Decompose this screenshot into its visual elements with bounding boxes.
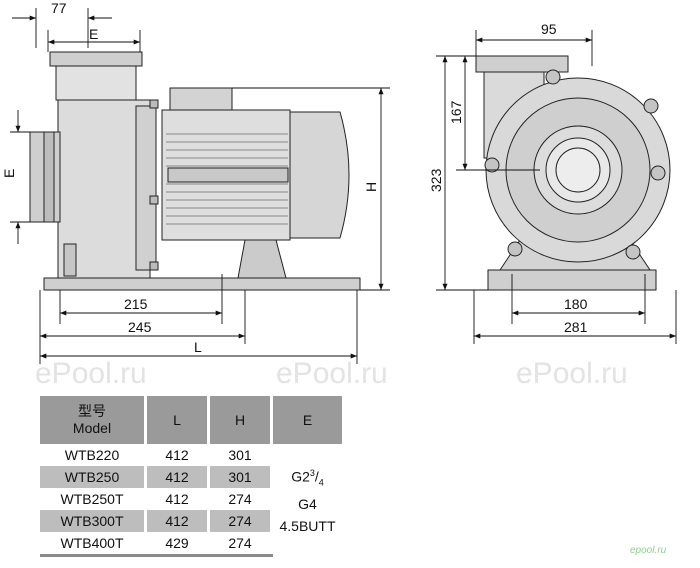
dim-180: 180 (564, 296, 588, 312)
dim-215: 215 (124, 296, 148, 312)
model-spec-table: 型号 Model L H E WTB220 412 301 G23/4 G4 4… (40, 396, 342, 557)
header-e: E (271, 396, 342, 444)
dim-167: 167 (448, 100, 464, 124)
cell-l: 412 (145, 466, 210, 488)
dim-l: L (194, 339, 202, 355)
cell-l: 412 (145, 510, 210, 532)
table-row: WTB300T 412 274 (40, 510, 342, 532)
cell-l: 429 (145, 532, 210, 557)
e-value-g4: G4 (298, 496, 317, 513)
table-header-row: 型号 Model L H E (40, 396, 342, 444)
cell-e-values: G23/4 G4 4.5BUTT (272, 444, 343, 556)
e-value-g2-sup: 3 (309, 468, 315, 479)
dim-e-side: E (1, 169, 17, 178)
watermark: ePool.ru (35, 357, 147, 390)
dim-245: 245 (128, 319, 152, 335)
table-row: WTB250T 412 274 (40, 488, 342, 510)
dim-h: H (363, 182, 379, 192)
dim-281: 281 (564, 319, 588, 335)
dim-77: 77 (51, 0, 67, 16)
dim-e-top: E (89, 26, 98, 42)
table-row: WTB220 412 301 G23/4 G4 4.5BUTT (40, 444, 342, 534)
cell-h: 301 (208, 444, 273, 466)
cell-h: 274 (208, 532, 273, 557)
cell-l: 412 (145, 444, 210, 466)
table-row: WTB400T 429 274 (40, 532, 342, 557)
cell-model: WTB250T (40, 488, 147, 510)
watermark: ePool.ru (276, 357, 388, 390)
header-model-en: Model (72, 420, 112, 436)
cell-h: 274 (208, 510, 273, 532)
table-row: WTB250 412 301 (40, 466, 342, 488)
dimension-lines-front (436, 30, 677, 344)
cell-model: WTB220 (40, 444, 147, 466)
cell-model: WTB400T (40, 532, 147, 557)
e-value-butt: 4.5BUTT (279, 518, 336, 535)
e-value-g2: G23/4 (291, 468, 324, 488)
dim-95: 95 (541, 21, 557, 37)
dim-323: 323 (428, 168, 444, 192)
e-value-g2-sub: 4 (318, 477, 324, 488)
cell-l: 412 (145, 488, 210, 510)
header-model-zh: 型号 (78, 403, 106, 419)
header-h: H (208, 396, 273, 444)
cell-h: 301 (208, 466, 273, 488)
cell-model: WTB250 (40, 466, 147, 488)
cell-model: WTB300T (40, 510, 147, 532)
header-l: L (145, 396, 210, 444)
side-view (29, 51, 361, 291)
watermark: ePool.ru (516, 357, 628, 390)
header-model: 型号 Model (40, 396, 147, 444)
e-value-g2-base: G2 (291, 468, 310, 485)
front-view (475, 55, 671, 291)
corner-watermark: epool.ru (630, 545, 667, 556)
dimension-lines-side (10, 8, 390, 364)
cell-h: 274 (208, 488, 273, 510)
